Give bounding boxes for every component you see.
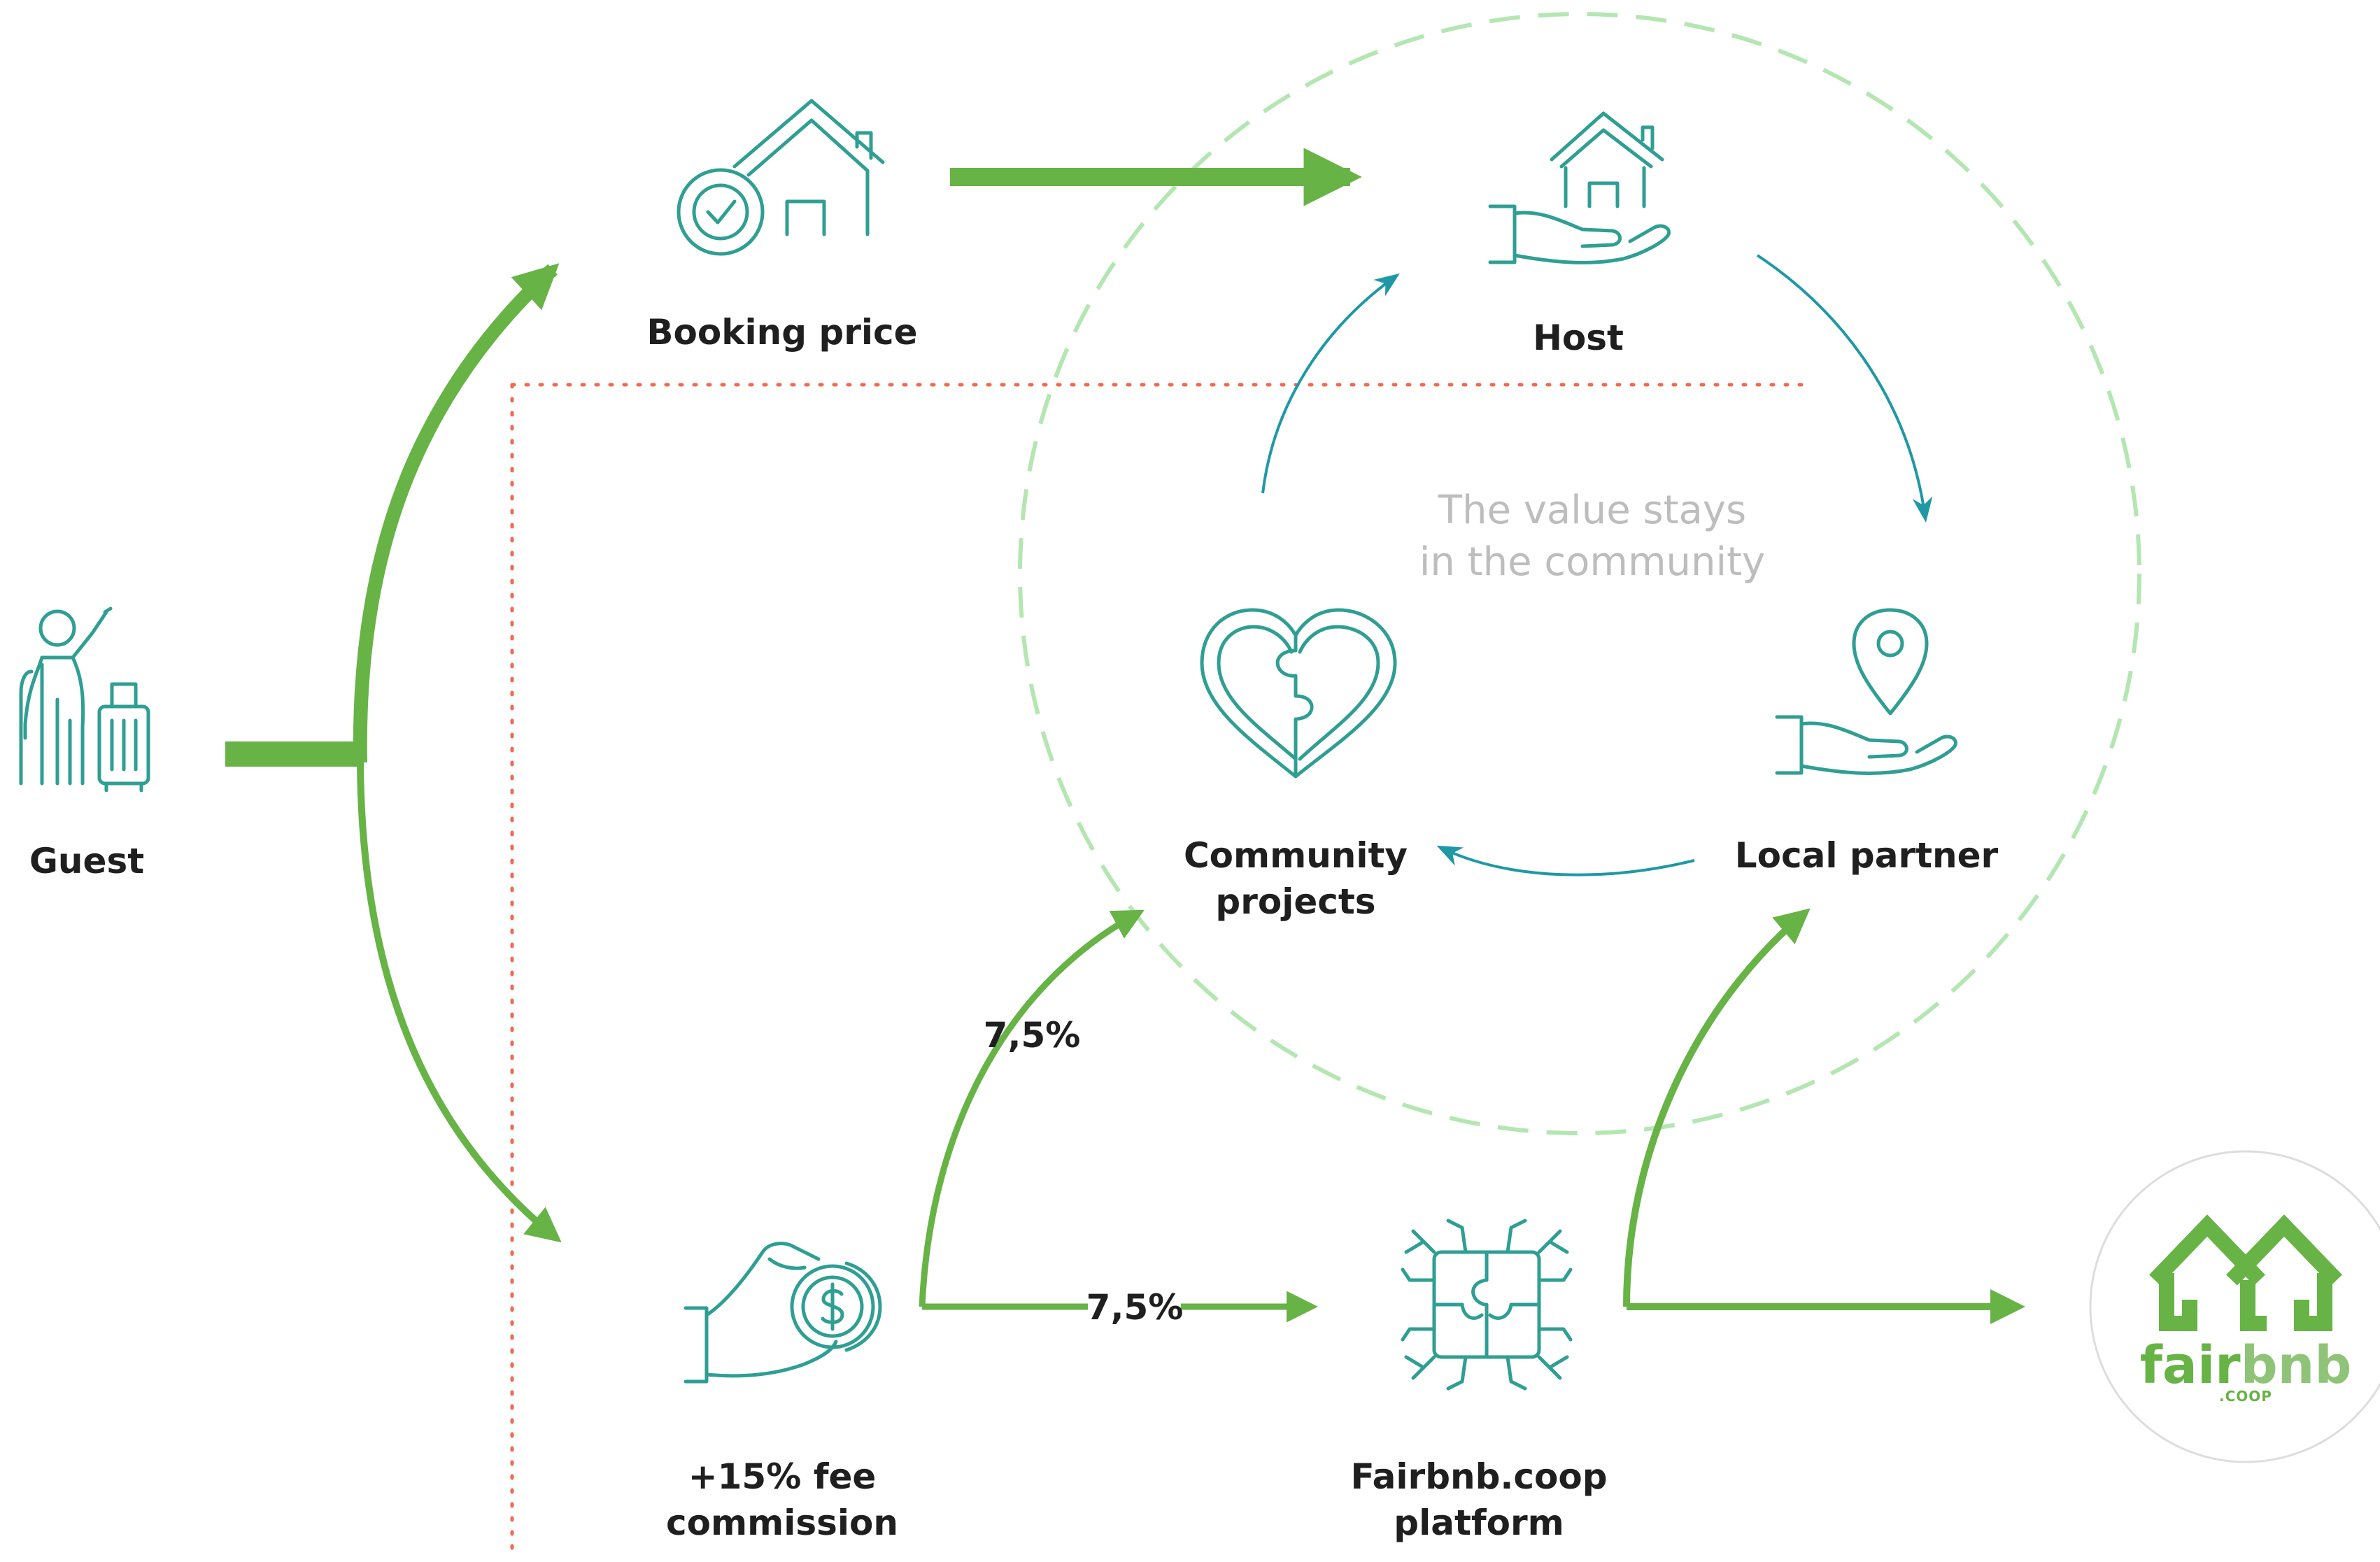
label-fee-2: commission [666, 1503, 898, 1543]
flow-arrows [225, 148, 2025, 1324]
arrow-platform-to-local [1623, 908, 1811, 1307]
label-host: Host [1533, 318, 1624, 358]
label-community-projects-2: projects [1215, 881, 1375, 922]
puzzle-heart-icon [1200, 608, 1397, 779]
label-guest: Guest [29, 841, 144, 881]
logo-sub: .COOP [2219, 1388, 2272, 1405]
split-to-platform: 7,5% [1086, 1287, 1184, 1328]
cycle-community-to-host [1261, 273, 1400, 494]
hand-holding-location-pin-icon [1775, 608, 1957, 775]
label-fee-1: +15% fee [688, 1456, 877, 1497]
logo-wordmark: fairbnb [2140, 1335, 2352, 1396]
traveler-with-suitcase-icon [19, 606, 150, 793]
community-cycle [1261, 254, 1933, 876]
dotted-boundary [510, 383, 1815, 1561]
community-caption-1: The value stays [1438, 488, 1746, 533]
arrow-guest-to-fee [357, 755, 562, 1243]
hand-holding-house-icon [1488, 111, 1671, 264]
logo-circle [2089, 1150, 2380, 1463]
label-booking-price: Booking price [646, 312, 917, 353]
puzzle-network-icon [1401, 1219, 1573, 1391]
label-local-partner: Local partner [1735, 835, 1999, 876]
split-to-community: 7,5% [984, 1015, 1081, 1056]
cycle-host-to-local [1756, 254, 1933, 523]
label-platform-2: platform [1394, 1503, 1564, 1543]
house-with-checkmark-icon [677, 99, 885, 256]
label-community-projects-1: Community [1184, 835, 1408, 876]
community-circle [1018, 12, 2141, 1135]
logo-houses-icon [2149, 1214, 2342, 1331]
cycle-local-to-community [1436, 845, 1695, 876]
arrow-guest-to-booking [353, 263, 560, 763]
arrow-fee-to-community [919, 909, 1145, 1307]
fairbnb-logo: fairbnb .COOP [2089, 1150, 2380, 1463]
label-platform-1: Fairbnb.coop [1350, 1456, 1607, 1497]
hand-with-coin-icon [683, 1242, 882, 1384]
community-caption-2: in the community [1419, 539, 1765, 585]
